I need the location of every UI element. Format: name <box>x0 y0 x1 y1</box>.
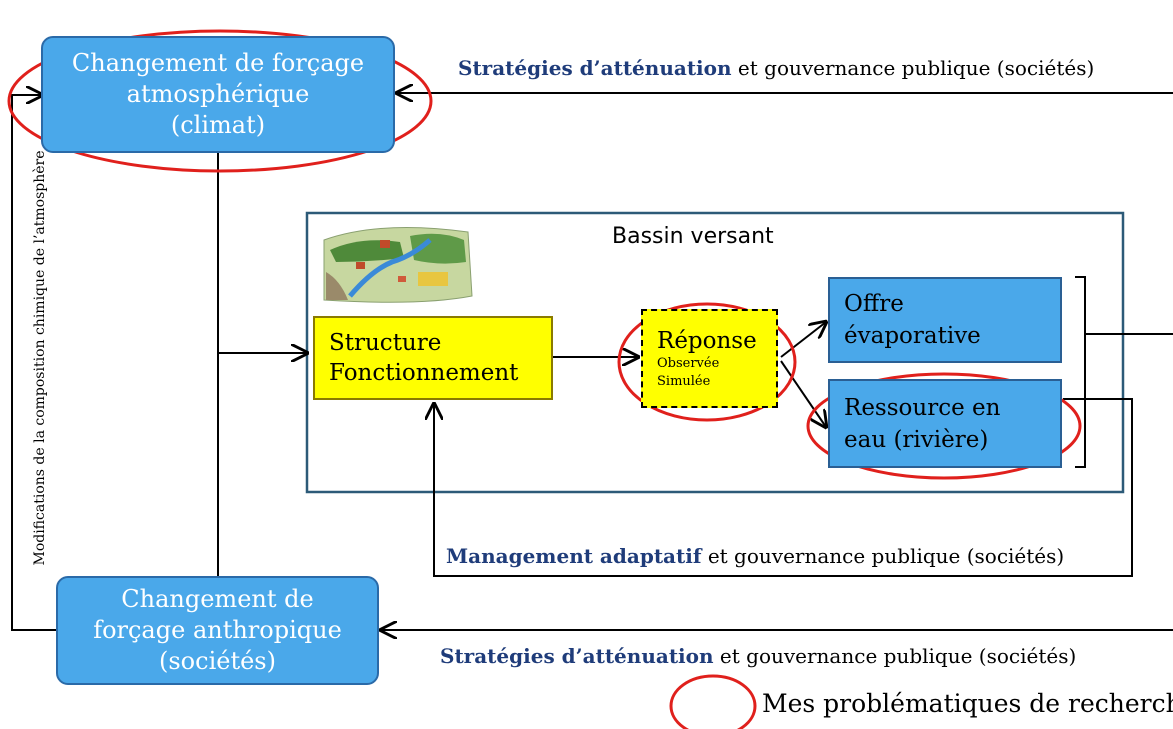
atmospheric-line1: Changement de forçage <box>71 49 365 77</box>
top-feedback-rest: et gouvernance publique (sociétés) <box>731 56 1095 80</box>
atmospheric-line2: atmosphérique <box>126 80 310 108</box>
landscape-illustration <box>323 227 473 303</box>
offer-line2: évaporative <box>844 323 981 349</box>
structure-box: Structure Fonctionnement <box>313 316 553 400</box>
response-to-offer-arrow <box>780 322 826 358</box>
top-feedback-bold: Stratégies d’atténuation <box>458 56 732 80</box>
response-to-resource-arrow <box>780 360 826 427</box>
anthropic-line2: forçage anthropique <box>93 616 342 644</box>
legend-label: Mes problématiques de recherche <box>762 689 1173 718</box>
highlight-atmospheric <box>7 29 433 173</box>
middle-feedback-label: Management adaptatif et gouvernance publ… <box>446 544 1064 568</box>
atmospheric-line3: (climat) <box>170 111 266 139</box>
anthropic-forcing-box: Changement de forçage anthropique (socié… <box>56 576 379 685</box>
anthropic-line3: (sociétés) <box>159 647 276 675</box>
atmospheric-forcing-box: Changement de forçage atmosphérique (cli… <box>41 36 395 153</box>
response-title: Réponse <box>657 327 757 354</box>
middle-feedback-rest: et gouvernance publique (sociétés) <box>701 544 1065 568</box>
offer-line1: Offre <box>844 291 904 317</box>
structure-line2: Fonctionnement <box>329 360 519 386</box>
top-feedback-label: Stratégies d’atténuation et gouvernance … <box>458 56 1094 80</box>
response-observed: Observée <box>657 355 720 371</box>
response-simulated: Simulée <box>657 373 711 389</box>
response-box: Réponse Observée Simulée <box>641 309 778 408</box>
middle-feedback-bold: Management adaptatif <box>446 544 702 568</box>
anthropic-line1: Changement de <box>121 585 314 613</box>
resource-line2: eau (rivière) <box>844 426 989 453</box>
legend-highlight-sample <box>669 674 757 729</box>
bottom-feedback-label: Stratégies d’atténuation et gouvernance … <box>440 644 1076 668</box>
output-bracket <box>1075 276 1086 468</box>
adaptive-management-loop <box>434 398 1133 577</box>
resource-line1: Ressource en <box>844 394 1001 421</box>
basin-title: Bassin versant <box>612 224 774 249</box>
evaporative-offer-box: Offre évaporative <box>828 277 1062 363</box>
vertical-label: Modifications de la composition chimique… <box>32 150 48 566</box>
structure-line1: Structure <box>329 330 442 356</box>
bottom-feedback-rest: et gouvernance publique (sociétés) <box>713 644 1077 668</box>
left-loop-connector <box>11 95 57 631</box>
bottom-feedback-bold: Stratégies d’atténuation <box>440 644 714 668</box>
highlight-resource <box>806 372 1082 480</box>
water-resource-box: Ressource en eau (rivière) <box>828 379 1062 468</box>
highlight-response <box>617 302 797 422</box>
